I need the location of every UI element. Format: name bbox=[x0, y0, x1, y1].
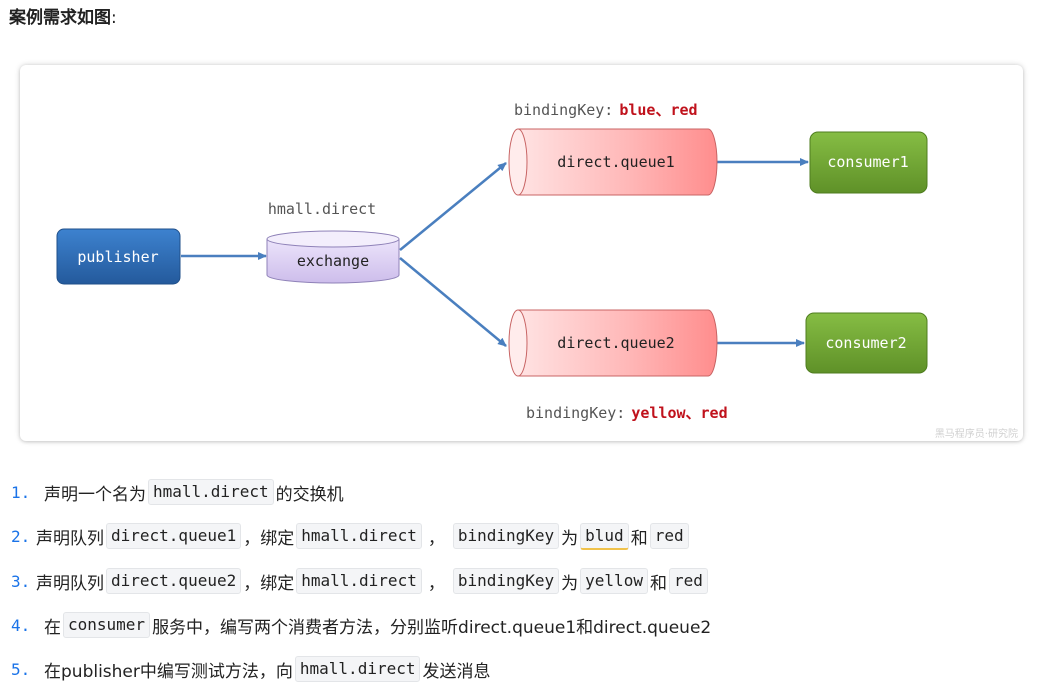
inline-code: red bbox=[668, 568, 708, 594]
item-number: 5. bbox=[11, 659, 31, 679]
exchange-name: hmall.direct bbox=[268, 200, 376, 218]
list-item: 4. 在 consumer 服务中，编写两个消费者方法，分别监听direct.q… bbox=[0, 610, 711, 640]
exchange-node: hmall.direct exchange bbox=[266, 200, 400, 284]
item-text: 的交换机 bbox=[275, 484, 344, 505]
exchange-label: exchange bbox=[297, 252, 369, 270]
item-number: 4. bbox=[11, 615, 31, 635]
arrow-exchange-queue1 bbox=[399, 162, 507, 251]
arrow-exchange-queue2 bbox=[399, 257, 507, 347]
item-text: 服务中，编写两个消费者方法，分别监听direct.queue1和direct.q… bbox=[152, 617, 712, 638]
inline-code: hmall.direct bbox=[296, 568, 422, 594]
item-text: 在publisher中编写测试方法，向 bbox=[44, 661, 293, 682]
direct-exchange-diagram: publisher hmall.direct exchange bindingK… bbox=[56, 101, 1018, 440]
inline-code: hmall.direct bbox=[296, 523, 422, 549]
item-text: 发送消息 bbox=[422, 661, 491, 682]
list-item: 2. 声明队列 direct.queue1 ，绑定 hmall.direct ，… bbox=[0, 521, 691, 551]
inline-code: direct.queue1 bbox=[106, 523, 242, 549]
consumer2-label: consumer2 bbox=[825, 334, 906, 352]
item-number: 3. bbox=[11, 571, 31, 591]
inline-code: blud bbox=[580, 522, 629, 550]
binding1-text: bindingKey: blue、red bbox=[514, 101, 698, 119]
inline-code: yellow bbox=[580, 568, 648, 594]
binding1-label: bindingKey: bbox=[514, 101, 613, 119]
binding2-keys: yellow、red bbox=[631, 404, 727, 422]
item-text: 为 bbox=[561, 528, 579, 549]
inline-code: hmall.direct bbox=[294, 656, 421, 682]
diagram-card: publisher hmall.direct exchange bindingK… bbox=[20, 65, 1023, 441]
binding2-text: bindingKey: yellow、red bbox=[526, 404, 728, 422]
queue2-node: direct.queue2 bbox=[508, 309, 718, 377]
item-number: 2. bbox=[11, 526, 31, 546]
consumer1-node: consumer1 bbox=[809, 131, 928, 194]
binding2-label: bindingKey: bbox=[526, 404, 625, 422]
queue1-node: direct.queue1 bbox=[508, 128, 718, 196]
item-text: ，绑定 bbox=[243, 573, 295, 594]
item-text: 声明队列 bbox=[36, 573, 104, 594]
item-text: 声明一个名为 bbox=[44, 484, 146, 505]
consumer1-label: consumer1 bbox=[827, 153, 908, 171]
inline-code: red bbox=[649, 523, 689, 549]
inline-code: bindingKey bbox=[452, 568, 560, 594]
publisher-node: publisher bbox=[56, 228, 181, 285]
queue1-label: direct.queue1 bbox=[557, 153, 674, 171]
inline-code: bindingKey bbox=[452, 523, 560, 549]
inline-code: hmall.direct bbox=[148, 479, 274, 505]
inline-code: consumer bbox=[63, 612, 151, 638]
item-text: 在 bbox=[44, 617, 61, 638]
item-text: ， bbox=[427, 573, 445, 594]
list-item: 1. 声明一个名为 hmall.direct 的交换机 bbox=[0, 477, 344, 507]
item-text: ， bbox=[427, 528, 445, 549]
item-text: 为 bbox=[561, 573, 579, 594]
item-text: 和 bbox=[630, 528, 648, 549]
watermark: 黑马程序员·研究院 bbox=[935, 427, 1018, 440]
inline-code: direct.queue2 bbox=[106, 568, 242, 594]
item-text: 和 bbox=[649, 573, 667, 594]
item-number: 1. bbox=[11, 482, 31, 502]
item-text: ，绑定 bbox=[243, 528, 295, 549]
consumer2-node: consumer2 bbox=[805, 312, 928, 374]
publisher-label: publisher bbox=[77, 248, 158, 266]
queue2-label: direct.queue2 bbox=[557, 334, 674, 352]
heading-title: 案例需求如图 bbox=[9, 8, 111, 28]
list-item: 5. 在publisher中编写测试方法，向 hmall.direct 发送消息 bbox=[0, 654, 490, 684]
heading-colon: : bbox=[111, 8, 117, 28]
binding1-keys: blue、red bbox=[619, 101, 697, 119]
item-text: 声明队列 bbox=[36, 528, 104, 549]
list-item: 3. 声明队列 direct.queue2 ，绑定 hmall.direct ，… bbox=[0, 566, 710, 596]
section-heading: 案例需求如图: bbox=[9, 6, 117, 30]
